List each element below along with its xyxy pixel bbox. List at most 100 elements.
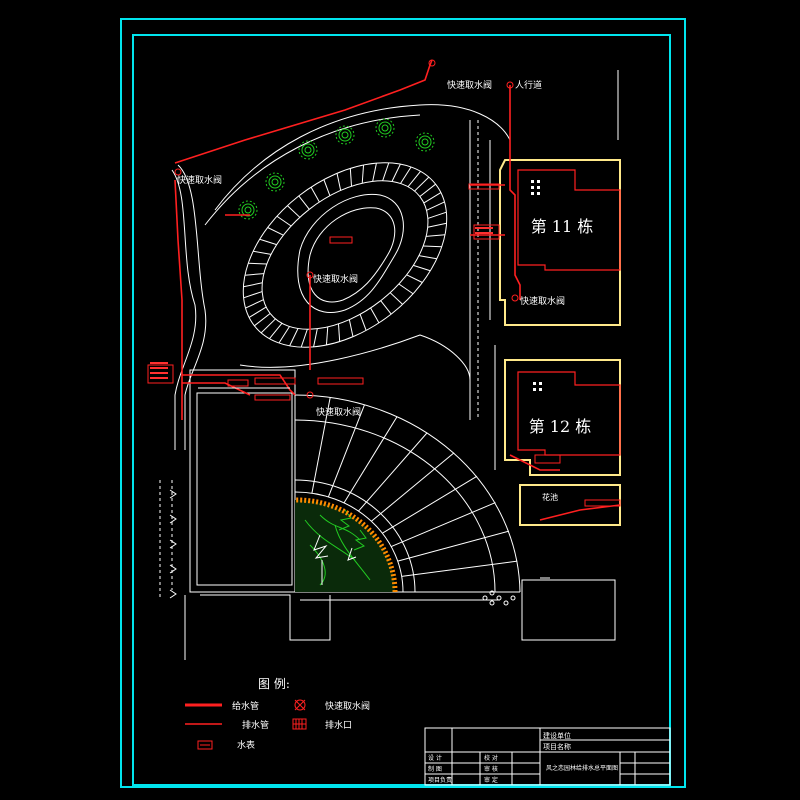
plaza-paving-ray: [397, 530, 510, 562]
paving-joint: [380, 300, 392, 315]
paving-joint: [300, 329, 308, 348]
plaza-border-paving: [294, 497, 398, 593]
legend-title: 图 例:: [258, 677, 290, 691]
pipe-tags: [147, 183, 621, 507]
paving-joint: [243, 291, 263, 299]
paving-joint: [278, 326, 290, 344]
paving-joint: [259, 238, 277, 246]
title-block-checker: 校 对: [484, 754, 498, 762]
paving-joint: [370, 307, 380, 324]
paving-joint: [427, 211, 447, 219]
paving-joint: [323, 179, 331, 196]
walkway-label: 人行道: [515, 79, 542, 91]
plaza-paving-ray: [382, 475, 478, 534]
title-block-designer: 设 计: [428, 754, 442, 762]
plaza-paving-ray: [371, 452, 455, 522]
flower-bed-label: 花池: [542, 492, 558, 502]
title-block-lead: 项目负责: [428, 776, 452, 784]
legend-item-drain: 排水管: [242, 719, 269, 731]
title-block-project: 项目名称: [543, 742, 571, 751]
inner-frame: [132, 34, 671, 786]
drain-grate-icon: [292, 718, 307, 730]
plaza-paving-ray: [311, 397, 331, 494]
title-block: [424, 727, 671, 786]
paving-joint: [289, 328, 299, 347]
tree-icon: [238, 200, 258, 220]
building-edges: [489, 70, 619, 641]
paving-joint: [398, 283, 414, 295]
paving-joint: [423, 192, 442, 204]
water-supply-pipes: [174, 59, 621, 521]
paving-joint: [243, 282, 263, 288]
legend-item-valve: 快速取水阀: [325, 700, 370, 712]
valve-label-pond: 快速取水阀: [313, 273, 358, 285]
paving-joint: [260, 318, 276, 334]
paving-joint: [391, 163, 401, 182]
paving-joint: [248, 262, 267, 265]
paving-joint: [310, 186, 320, 203]
tree-icon: [335, 125, 355, 145]
paving-joint: [245, 299, 264, 309]
plaza-paving-ray: [391, 502, 496, 548]
building-12: 第 12 栋: [504, 359, 621, 476]
paving-joint: [298, 195, 310, 210]
paving-joint: [336, 173, 342, 191]
paving-joint: [382, 162, 390, 181]
left-edge-markers: [169, 489, 177, 599]
title-block-drafter: 制 图: [428, 765, 442, 773]
paving-joint: [337, 323, 341, 342]
tree-icon: [375, 118, 395, 138]
title-block-reviewer: 审 核: [484, 765, 498, 773]
plaza-paving-ray: [327, 404, 365, 498]
oval-garden: [242, 162, 448, 348]
paving-joint: [389, 292, 403, 305]
building-12-label: 第 12 栋: [529, 417, 592, 436]
paving-joint: [269, 323, 283, 340]
paving-joint: [361, 164, 365, 184]
paving-joint: [400, 166, 412, 184]
tree-icon: [298, 140, 318, 160]
plaza-paving-ray: [358, 432, 428, 512]
valve-label-left: 快速取水阀: [177, 174, 222, 186]
title-block-drawing-name: 风之恋园林给排水总平面图: [546, 764, 618, 772]
flower-bed-block: 花池: [519, 484, 621, 526]
building-11-label: 第 11 栋: [531, 217, 594, 236]
plaza-white-plants: [313, 534, 357, 585]
paving-joint: [372, 163, 377, 182]
site-boundary: [171, 104, 511, 450]
paving-joint: [244, 273, 264, 276]
tree-symbols: [238, 118, 435, 220]
paving-joint: [426, 201, 445, 211]
paving-joint: [348, 319, 354, 337]
tree-icon: [265, 172, 285, 192]
paving-joint: [287, 205, 301, 218]
paving-joint: [407, 170, 421, 187]
tree-icon: [415, 132, 435, 152]
outer-frame: [120, 18, 686, 788]
red-annotations: [150, 227, 493, 379]
paving-joint: [427, 222, 447, 228]
plaza-lights: [482, 590, 516, 606]
plaza-planting-bed: [295, 499, 395, 592]
paving-joint: [349, 168, 353, 187]
water-meter-icon: [197, 740, 213, 750]
paving-joint: [406, 274, 423, 283]
paving-joint: [267, 227, 284, 236]
paving-joint: [426, 234, 446, 237]
paving-joint: [248, 306, 267, 318]
paving-joint: [419, 183, 436, 197]
paving-joint: [423, 245, 442, 248]
valve-label-b11: 快速取水阀: [520, 295, 565, 307]
paving-joint: [313, 328, 318, 347]
valve-markers: [174, 59, 519, 399]
paving-joint: [276, 215, 292, 227]
dimension-lines: [198, 387, 550, 601]
plaza-paving-ray: [343, 416, 398, 504]
legend-item-meter: 水表: [237, 739, 255, 751]
valve-icon: [294, 699, 306, 711]
paving-joint: [414, 176, 430, 192]
paving-joint: [418, 255, 437, 260]
title-block-approver: 审 定: [484, 776, 498, 784]
legend: 图 例: 给水管 排水管 水表 快速取水阀 排水口: [185, 677, 370, 751]
